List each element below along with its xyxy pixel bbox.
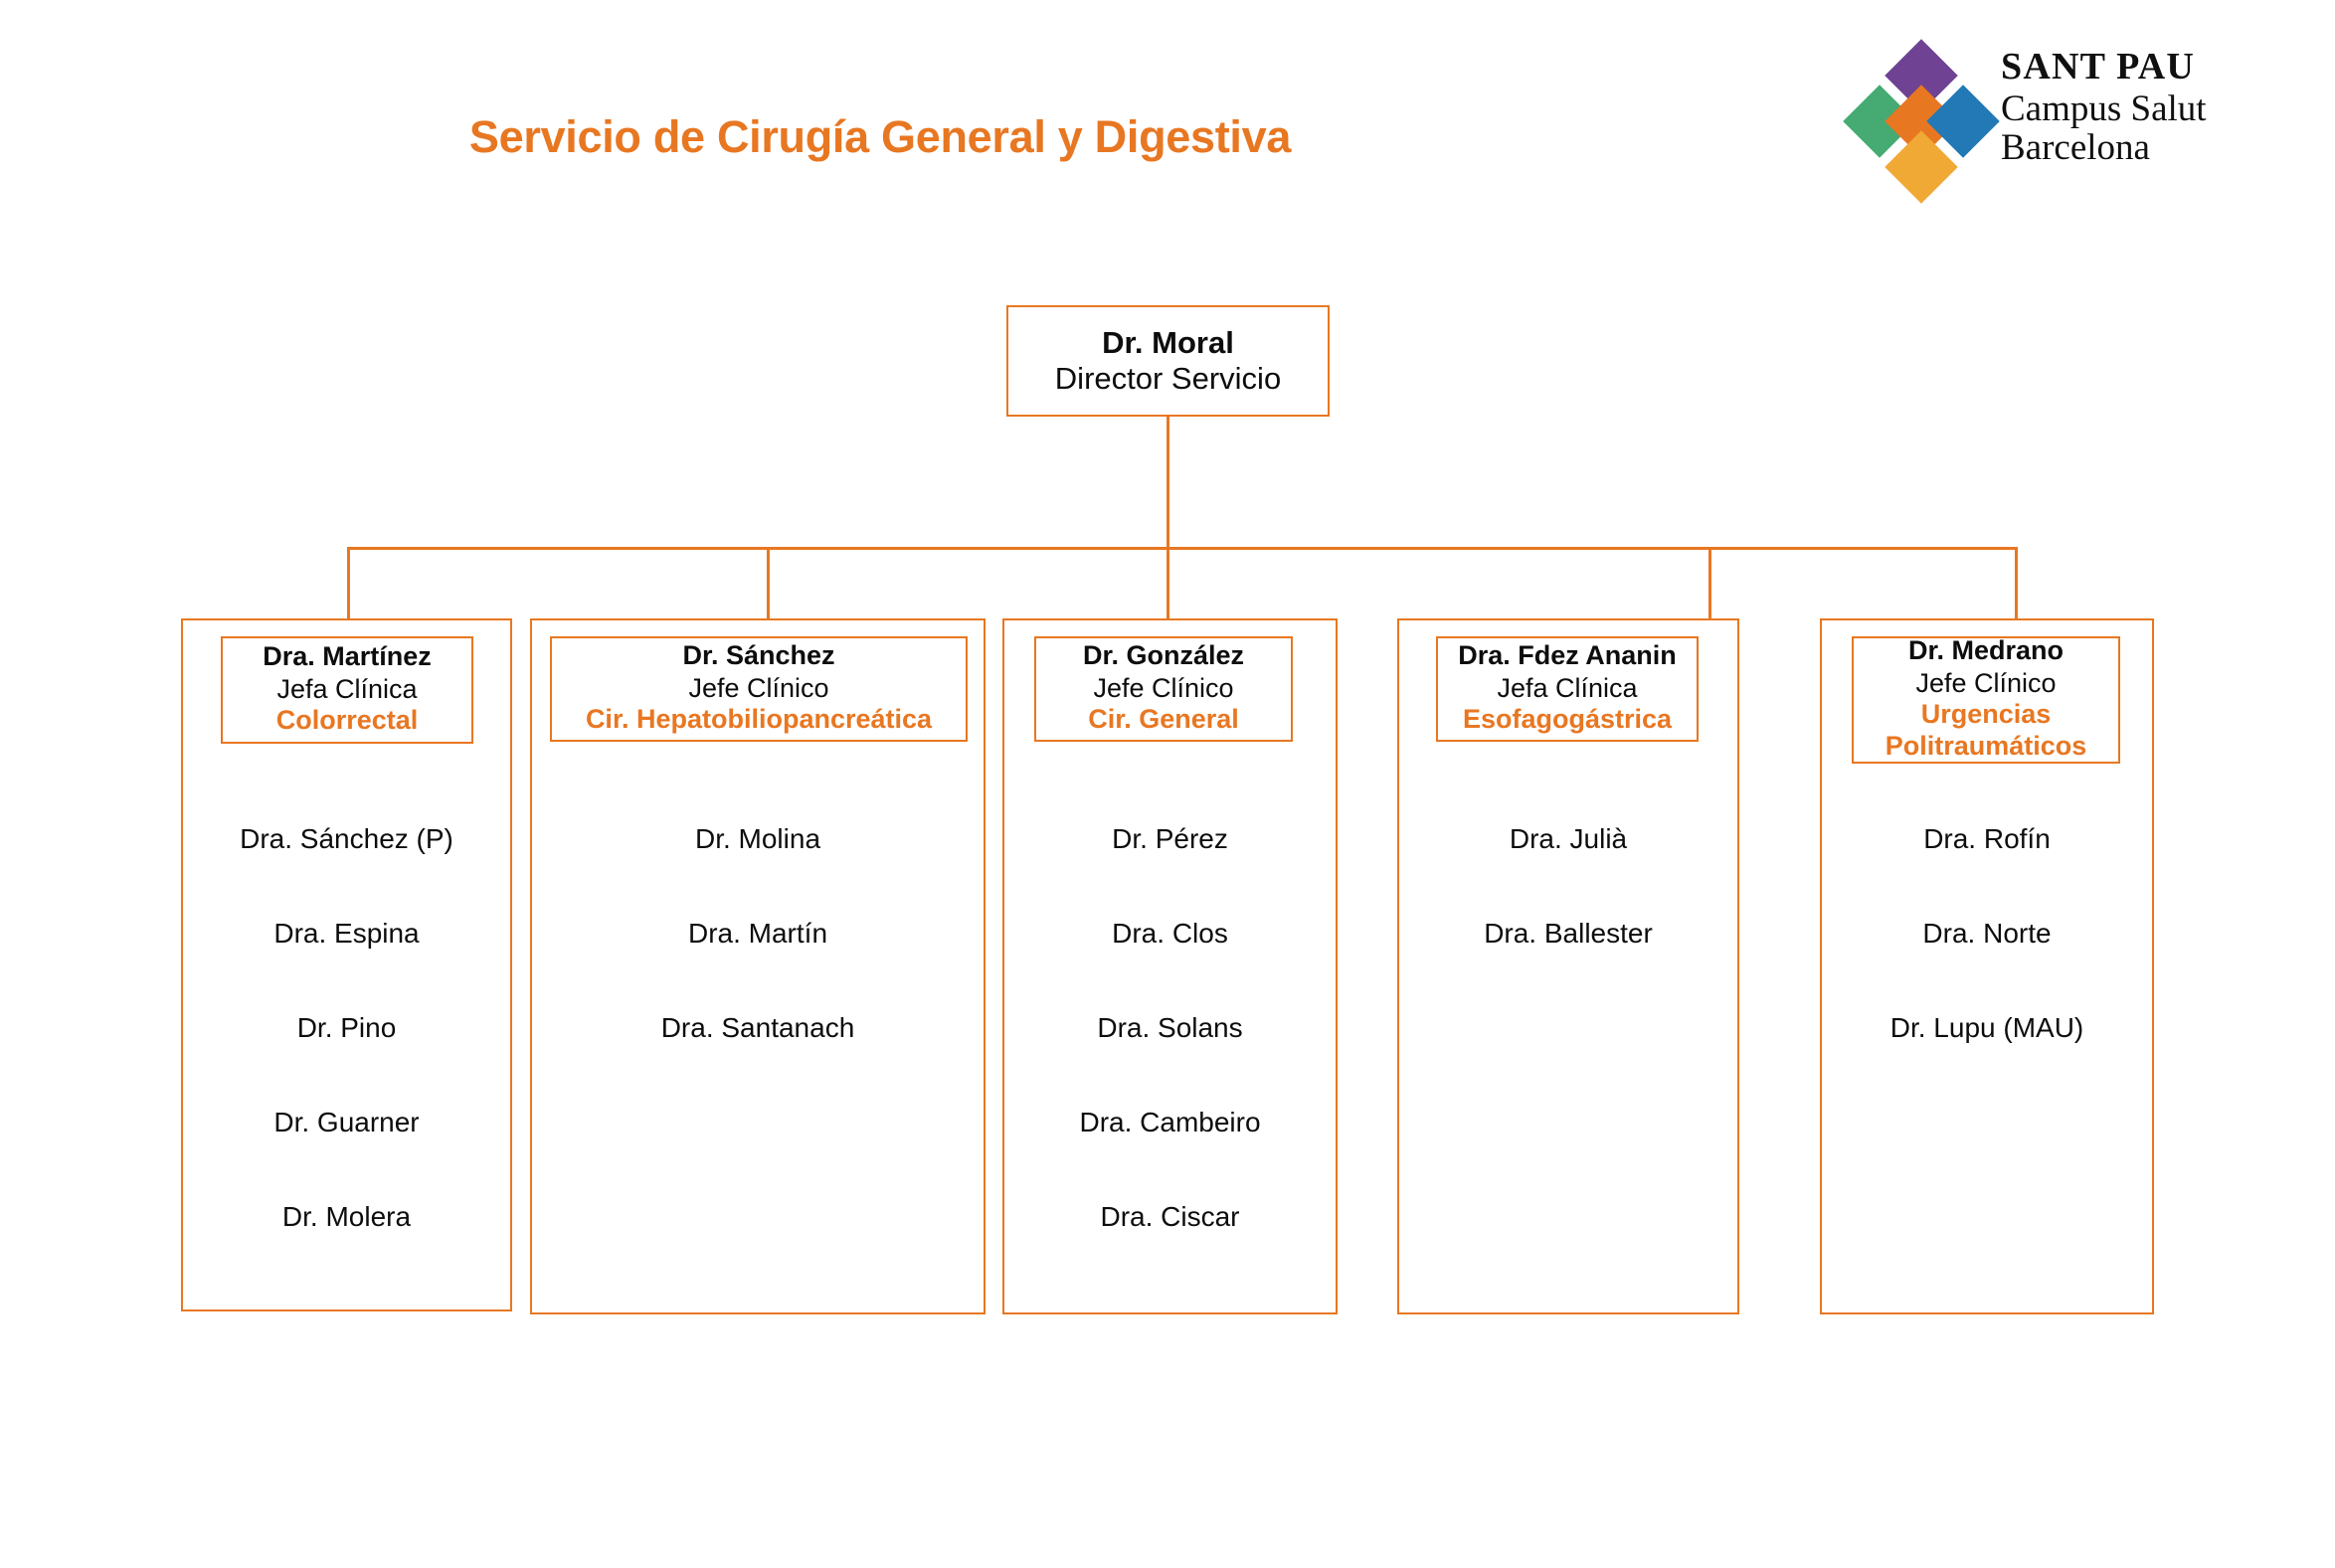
member-name: Dr. Lupu (MAU) — [1889, 1012, 2084, 1043]
connector-drop-5 — [2015, 547, 2018, 619]
member-name: Dr. Molina — [694, 823, 821, 854]
unit-head-specialty-line2: Politraumáticos — [1885, 731, 2087, 762]
member-name: Dra. Cambeiro — [1079, 1107, 1261, 1137]
connector-root-vertical — [1167, 417, 1169, 548]
unit-head-specialty: Urgencias — [1920, 699, 2052, 730]
unit-header-hepatobiliopancreatica[interactable]: Dr. Sánchez Jefe Clínico Cir. Hepatobili… — [550, 636, 968, 742]
unit-head-specialty: Esofagogástrica — [1462, 704, 1673, 735]
member-name: Dr. Pérez — [1112, 823, 1228, 854]
org-node-root[interactable]: Dr. Moral Director Servicio — [1006, 305, 1330, 417]
member-name: Dra. Clos — [1112, 918, 1228, 949]
member-name: Dra. Santanach — [660, 1012, 855, 1043]
unit-head-role: Jefa Clínica — [276, 673, 418, 704]
member-name: Dra. Espina — [273, 918, 420, 949]
unit-head-specialty: Colorrectal — [275, 705, 419, 736]
member-name: Dra. Norte — [1922, 918, 2052, 949]
logo-line-sant-pau: SANT PAU — [2001, 46, 2196, 87]
member-name: Dr. Molera — [281, 1201, 412, 1232]
unit-head-name: Dra. Fdez Ananin — [1458, 639, 1677, 670]
connector-horizontal-bus — [347, 547, 2018, 550]
unit-head-specialty: Cir. General — [1088, 704, 1239, 735]
logo-line-barcelona: Barcelona — [2001, 127, 2150, 168]
sant-pau-logo: SANT PAU Campus Salut Barcelona — [1843, 39, 2269, 204]
connector-drop-2 — [767, 547, 770, 619]
member-name: Dra. Ballester — [1484, 918, 1653, 949]
unit-header-esofagogastrica[interactable]: Dra. Fdez Ananin Jefa Clínica Esofagogás… — [1436, 636, 1699, 742]
member-name: Dr. Pino — [296, 1012, 397, 1043]
member-name: Dra. Julià — [1509, 823, 1628, 854]
connector-drop-1 — [347, 547, 350, 619]
unit-head-specialty: Cir. Hepatobiliopancreática — [585, 704, 933, 735]
unit-head-name: Dra. Martínez — [263, 640, 432, 671]
connector-drop-4 — [1708, 547, 1711, 619]
unit-head-name: Dr. Medrano — [1907, 635, 2065, 666]
member-name: Dra. Sánchez (P) — [240, 823, 453, 854]
page-title: Servicio de Cirugía General y Digestiva — [468, 111, 1292, 162]
unit-head-role: Jefa Clínica — [1497, 672, 1638, 703]
unit-head-role: Jefe Clínico — [1093, 672, 1234, 703]
logo-wordmark: SANT PAU Campus Salut Barcelona — [2001, 48, 2207, 168]
connector-drop-3 — [1167, 547, 1169, 619]
logo-diamond-cluster — [1843, 39, 2000, 204]
root-name: Dr. Moral — [1102, 324, 1234, 360]
root-role: Director Servicio — [1054, 361, 1282, 397]
unit-head-name: Dr. González — [1082, 639, 1245, 670]
unit-head-role: Jefe Clínico — [1915, 667, 2057, 698]
member-name: Dr. Guarner — [273, 1107, 420, 1137]
member-name: Dra. Solans — [1097, 1012, 1243, 1043]
unit-header-urgencias[interactable]: Dr. Medrano Jefe Clínico Urgencias Polit… — [1852, 635, 2120, 764]
unit-head-name: Dr. Sánchez — [682, 639, 835, 670]
member-name: Dra. Martín — [687, 918, 828, 949]
unit-header-colorrectal[interactable]: Dra. Martínez Jefa Clínica Colorrectal — [221, 636, 473, 744]
unit-head-role: Jefe Clínico — [688, 672, 829, 703]
unit-header-cir-general[interactable]: Dr. González Jefe Clínico Cir. General — [1034, 636, 1293, 742]
logo-line-campus: Campus Salut — [2001, 88, 2207, 129]
member-name: Dra. Ciscar — [1100, 1201, 1240, 1232]
member-name: Dra. Rofín — [1923, 823, 2051, 854]
